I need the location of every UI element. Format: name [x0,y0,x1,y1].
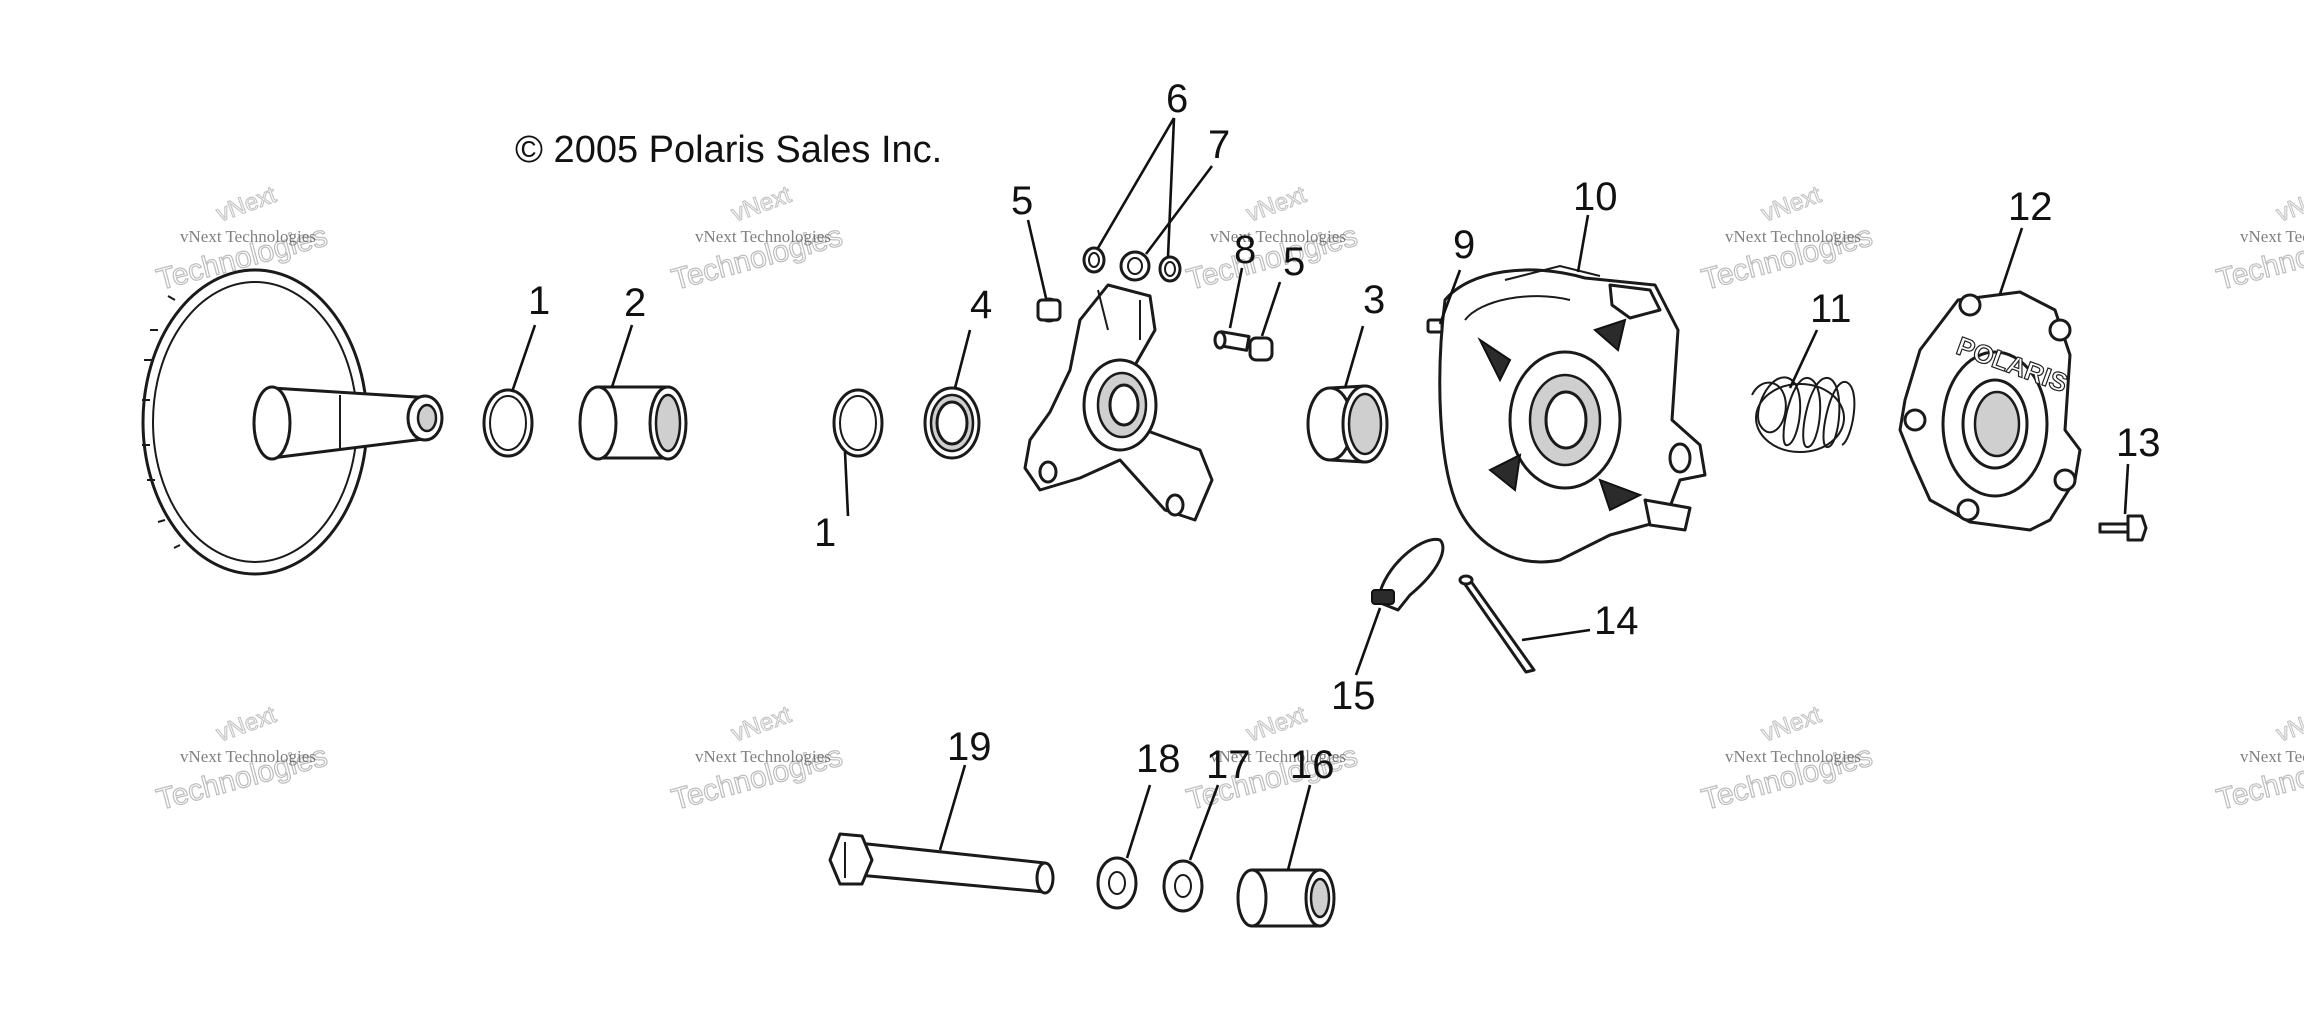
watermark-small: vNext Technologies [695,747,831,766]
watermark-arc: vNext [1243,181,1310,227]
callout-15: 15 [1331,674,1376,718]
bushing-2 [578,385,688,461]
callout-7: 7 [1208,123,1230,167]
callout-4: 4 [970,283,992,327]
callout-16: 16 [1290,743,1335,787]
nut-9 [1426,318,1444,334]
callout-1: 1 [814,511,836,555]
callout-1: 1 [528,279,550,323]
callout-14: 14 [1594,599,1639,643]
moveable-sheave [1438,264,1707,564]
fixed-sheave [141,268,444,576]
watermark-small: vNext Technologies [1725,227,1861,246]
watermark-small: vNext Technologies [2240,747,2304,766]
ring-1a [482,388,534,458]
washer-18 [1096,856,1138,910]
callout-19: 19 [947,725,992,769]
pin-14 [1458,574,1536,674]
roller-5a [1036,297,1062,323]
bushing-16 [1236,868,1336,928]
ring-1b [832,388,884,458]
callout-5: 5 [1011,179,1033,223]
cover-12: POLARIS [1898,290,2082,532]
callout-5: 5 [1283,240,1305,284]
callout-12: 12 [2008,185,2053,229]
pin-8 [1213,330,1251,352]
watermark-arc: vNext [213,181,280,227]
watermark-small: vNext Technologies [1210,227,1346,246]
watermark-small: vNext Technologies [1725,747,1861,766]
callout-8: 8 [1234,228,1256,272]
washer-17 [1162,859,1204,913]
watermark-arc: vNext [1243,701,1310,747]
watermark-arc: vNext [728,701,795,747]
washers-6 [1082,246,1182,283]
bolt-19 [828,832,1055,895]
seal-4 [923,386,981,460]
watermark-small: vNext Technologies [2240,227,2304,246]
watermark-small: vNext Technologies [180,747,316,766]
copyright-text: © 2005 Polaris Sales Inc. [515,129,942,171]
watermark-small: vNext Technologies [180,227,316,246]
leader-lines [510,117,2130,871]
callout-6: 6 [1166,77,1188,121]
watermark-small: vNext Technologies [695,227,831,246]
callout-13: 13 [2116,421,2161,465]
watermark-arc: vNext [1758,181,1825,227]
callout-labels: 1 2 1 4 5 6 7 8 5 3 9 10 11 12 13 14 15 … [528,77,2161,787]
watermark-small: vNext Technologies [1210,747,1346,766]
watermark-arc: vNext [1758,701,1825,747]
callout-18: 18 [1136,737,1181,781]
watermark-arc: vNext [213,701,280,747]
bolt-13 [2098,514,2148,542]
weight-15 [1371,537,1445,612]
callout-11: 11 [1810,287,1852,331]
bushing-3 [1306,384,1389,464]
bushing-7 [1119,250,1151,282]
spider [1023,283,1214,522]
watermark-arc: vNext [2273,701,2304,747]
watermark-arc: vNext [728,181,795,227]
callout-10: 10 [1573,175,1618,219]
callout-2: 2 [624,281,646,325]
spring-11 [1751,376,1856,453]
watermark-arc: vNext [2273,181,2304,227]
callout-17: 17 [1206,743,1251,787]
callout-3: 3 [1363,278,1385,322]
roller-5b [1248,336,1274,362]
callout-9: 9 [1453,223,1475,267]
